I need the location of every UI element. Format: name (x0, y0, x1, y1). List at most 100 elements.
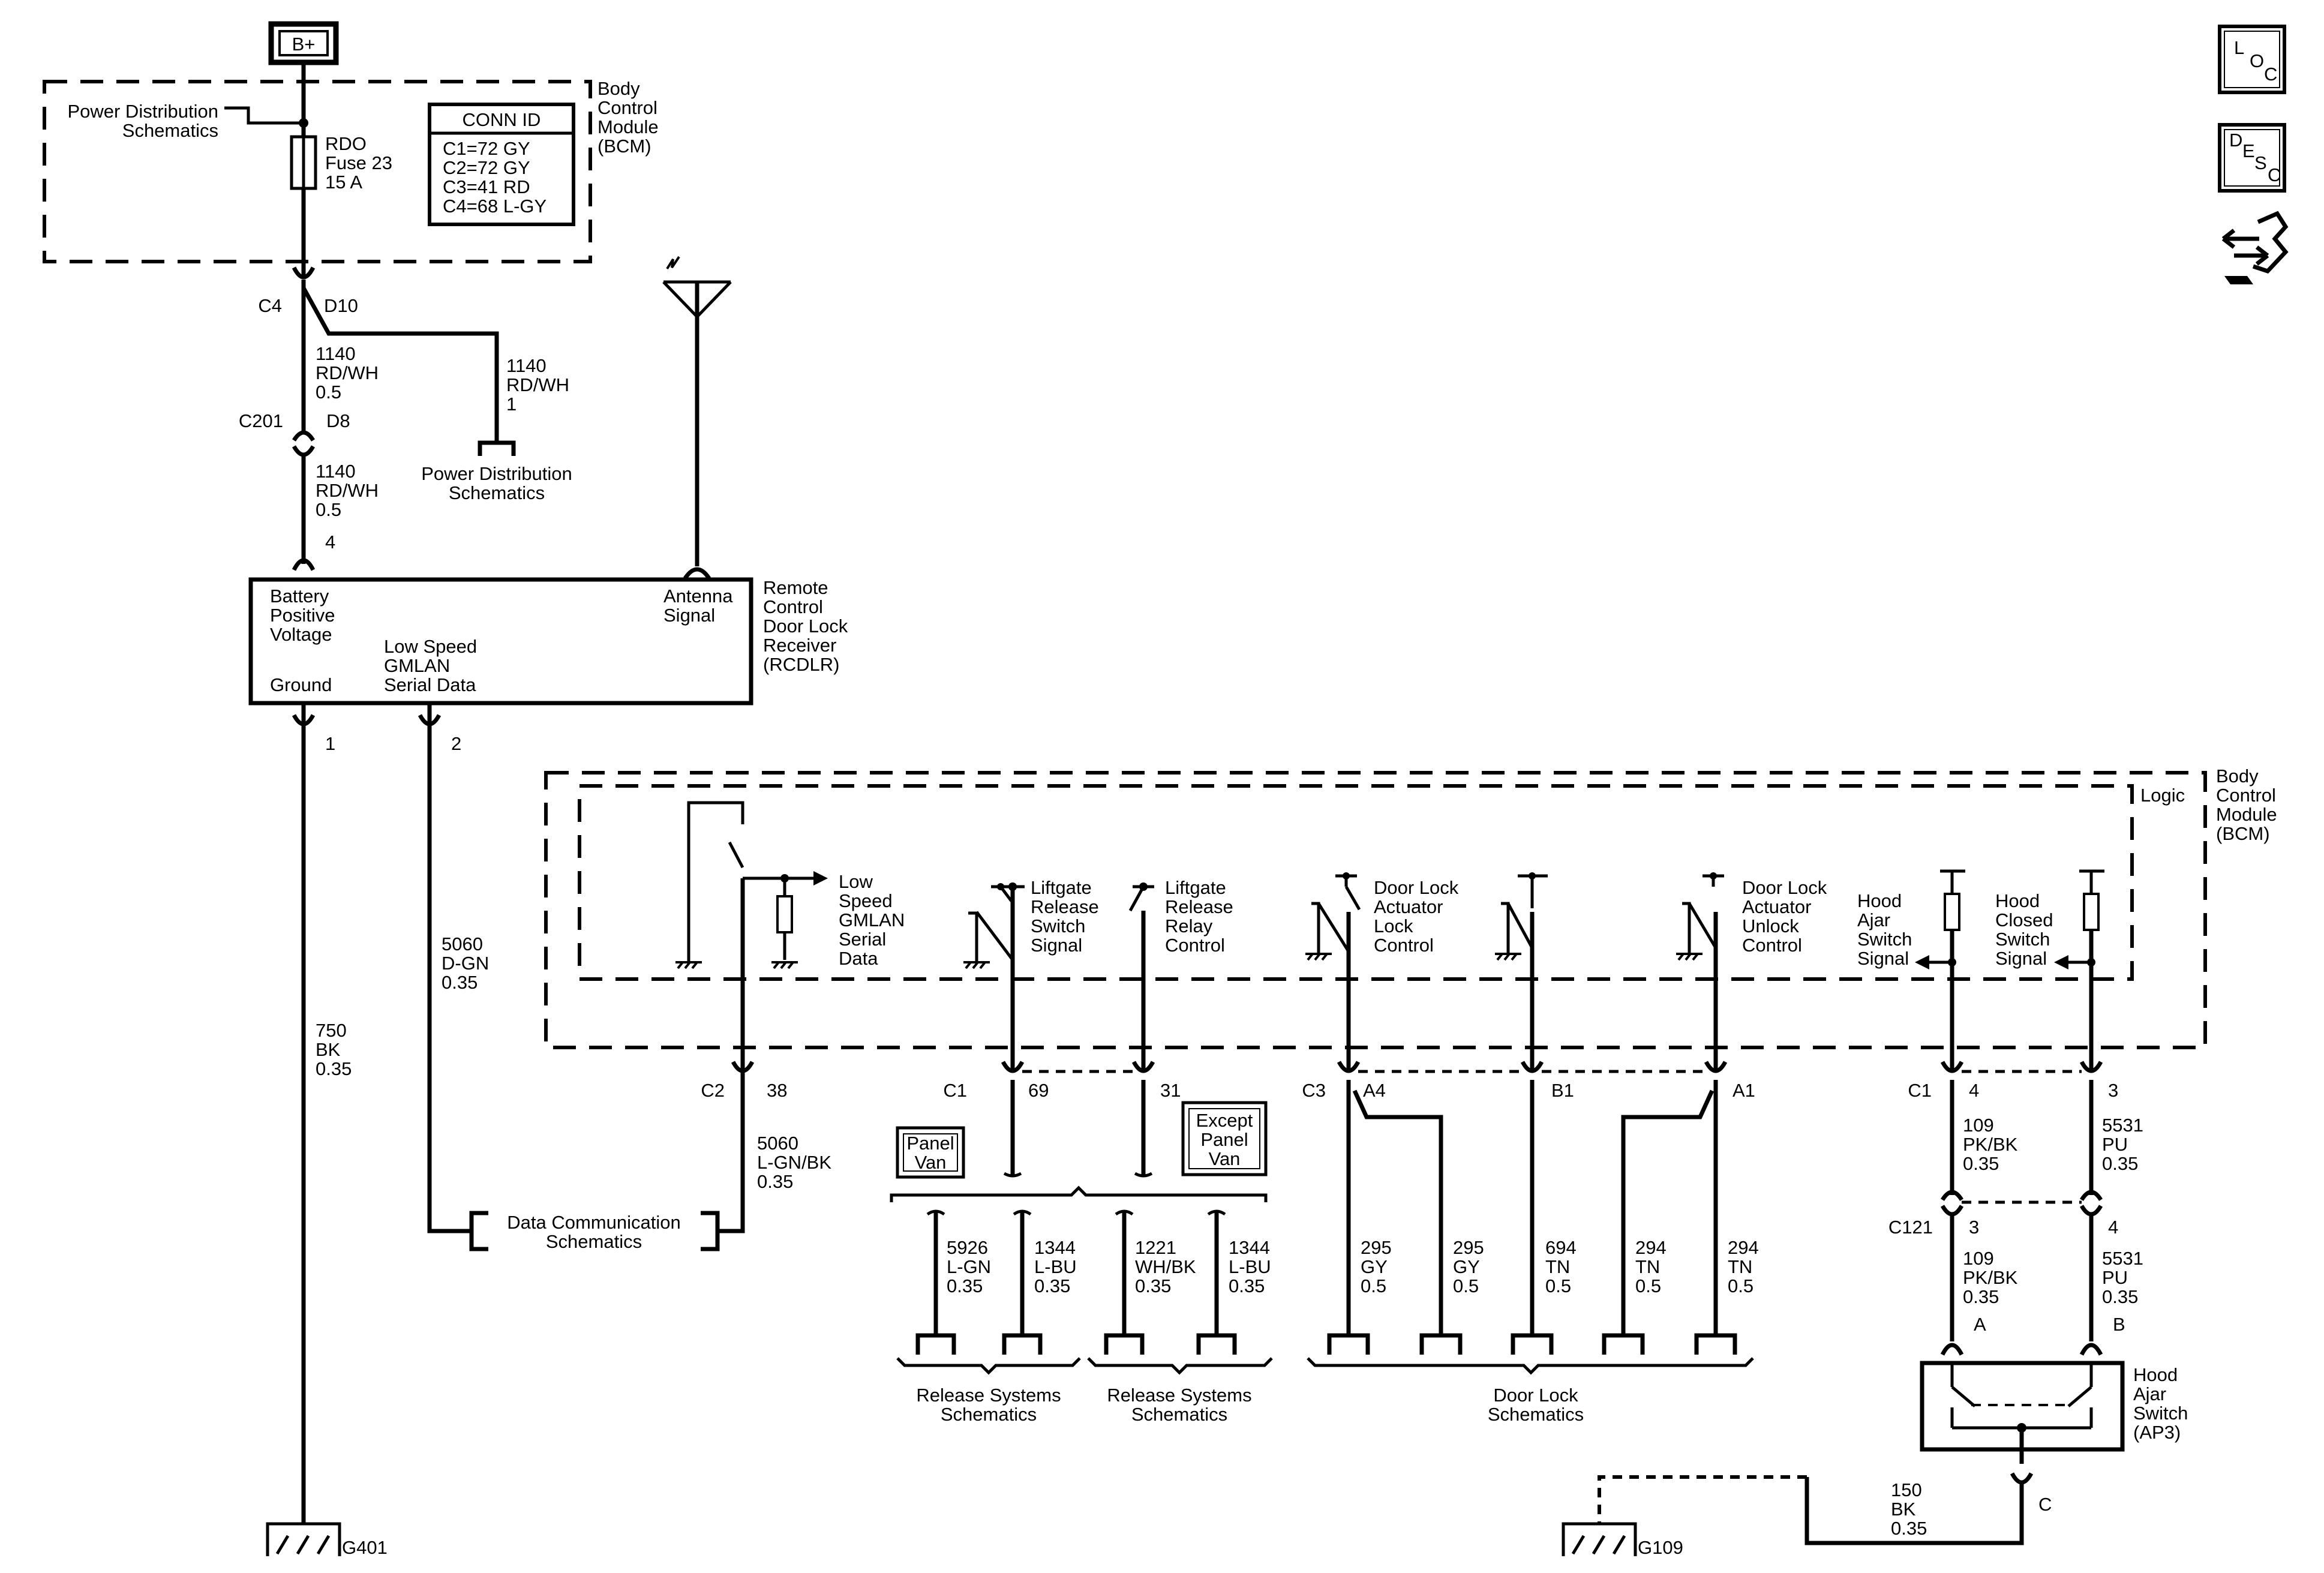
rcdlr-title: Remote Control Door Lock Receiver (RCDLR… (763, 577, 848, 675)
rcdlr-module (248, 577, 753, 706)
hood-ajar-circuit: Hood Ajar Switch Signal (1857, 869, 1965, 1073)
svg-text:RD/WH: RD/WH (506, 374, 569, 395)
svg-text:C2=72 GY: C2=72 GY (443, 157, 530, 178)
svg-text:0.35: 0.35 (1229, 1275, 1265, 1296)
svg-text:Positive: Positive (270, 605, 335, 626)
svg-text:0.5: 0.5 (1635, 1275, 1661, 1296)
release-schematics-ref-1: Release Systems Schematics (916, 1385, 1061, 1425)
svg-text:PU: PU (2102, 1267, 2128, 1288)
svg-text:1140: 1140 (506, 355, 547, 376)
svg-text:TN: TN (1545, 1256, 1570, 1277)
svg-text:5060: 5060 (757, 1133, 798, 1154)
svg-text:Release: Release (1165, 896, 1233, 917)
svg-text:1: 1 (325, 733, 335, 754)
svg-text:L: L (2234, 37, 2244, 58)
svg-text:2: 2 (451, 733, 461, 754)
svg-text:C4=68 L-GY: C4=68 L-GY (443, 196, 547, 217)
desc-icon[interactable]: D E S C (2218, 123, 2286, 193)
bcm-bottom-boundary (544, 771, 2207, 1049)
wire-1140-a-label: 1140 RD/WH 0.5 (316, 343, 379, 403)
svg-text:C1=72 GY: C1=72 GY (443, 138, 530, 159)
svg-text:Panel: Panel (906, 1133, 954, 1154)
svg-text:0.35: 0.35 (1963, 1153, 1999, 1174)
svg-text:5926: 5926 (947, 1237, 988, 1258)
rcdlr-battery-label: Battery Positive Voltage (270, 586, 335, 645)
bcm-connector-pins: C2 38 C1 69 31 C3 A4 B1 A1 C1 4 3 (701, 1061, 2118, 1101)
svg-text:5531: 5531 (2102, 1248, 2143, 1269)
svg-text:C: C (2264, 64, 2277, 85)
svg-text:Control: Control (1165, 935, 1225, 956)
ground-g109-icon: G109 (1562, 1522, 1683, 1558)
fuse-23: RDO Fuse 23 15 A (290, 133, 392, 193)
ground-g401-icon: G401 (266, 1522, 388, 1558)
svg-text:C3=41 RD: C3=41 RD (443, 176, 530, 197)
loc-icon[interactable]: L O C (2218, 25, 2286, 94)
svg-text:C201: C201 (239, 410, 283, 431)
svg-text:0.5: 0.5 (1453, 1275, 1479, 1296)
door-lock-circuit: Door Lock Actuator Lock Control (1305, 874, 1459, 1073)
svg-text:5060: 5060 (442, 933, 483, 954)
svg-text:294: 294 (1635, 1237, 1667, 1258)
svg-text:(RCDLR): (RCDLR) (763, 654, 839, 675)
svg-text:0.35: 0.35 (316, 1058, 352, 1079)
svg-text:RD/WH: RD/WH (316, 362, 379, 383)
svg-text:Schematics: Schematics (1131, 1404, 1227, 1425)
svg-text:Van: Van (1209, 1148, 1241, 1169)
svg-text:GY: GY (1361, 1256, 1388, 1277)
rcdlr-antenna-label: Antenna Signal (663, 586, 733, 626)
wire-1140-c-label: 1140 RD/WH 0.5 (316, 461, 379, 520)
svg-text:Lock: Lock (1374, 915, 1413, 936)
svg-text:L-GN: L-GN (947, 1256, 991, 1277)
svg-text:5531: 5531 (2102, 1115, 2143, 1136)
svg-text:3: 3 (1969, 1217, 1979, 1238)
door-lock-schematics-ref: Door Lock Schematics (1488, 1385, 1584, 1425)
svg-text:0.35: 0.35 (757, 1171, 793, 1192)
svg-text:1344: 1344 (1034, 1237, 1076, 1258)
svg-text:Module: Module (597, 116, 659, 137)
svg-text:Switch: Switch (1857, 929, 1912, 950)
svg-text:Hood: Hood (1995, 890, 2040, 911)
svg-text:Door Lock: Door Lock (1374, 877, 1459, 898)
bcm-logic-boundary (578, 784, 2134, 981)
svg-text:Hood: Hood (1857, 890, 1902, 911)
svg-text:G401: G401 (342, 1537, 388, 1558)
door-unlock-circuit: Door Lock Actuator Unlock Control (1676, 872, 1827, 1073)
svg-text:C1: C1 (943, 1080, 967, 1101)
svg-text:Module: Module (2216, 804, 2277, 825)
wire-1140-b-label: 1140 RD/WH 1 (506, 355, 569, 415)
svg-text:(BCM): (BCM) (597, 136, 651, 157)
svg-text:S: S (2254, 152, 2267, 173)
svg-text:Actuator: Actuator (1374, 896, 1443, 917)
connector-tool-icon[interactable] (2221, 211, 2289, 284)
svg-text:Fuse 23: Fuse 23 (325, 152, 392, 173)
wire-750-label: 750 BK 0.35 (316, 1020, 352, 1079)
svg-text:Data Communication: Data Communication (507, 1212, 680, 1233)
svg-text:0.5: 0.5 (1361, 1275, 1386, 1296)
svg-text:0.35: 0.35 (2102, 1286, 2138, 1307)
svg-text:150: 150 (1891, 1479, 1922, 1500)
svg-text:L-BU: L-BU (1034, 1256, 1077, 1277)
svg-text:BK: BK (1891, 1499, 1916, 1520)
svg-text:294: 294 (1728, 1237, 1759, 1258)
svg-text:Relay: Relay (1165, 915, 1213, 936)
svg-text:0.5: 0.5 (316, 499, 341, 520)
svg-text:3: 3 (2108, 1080, 2118, 1101)
svg-text:Schematics: Schematics (1488, 1404, 1584, 1425)
svg-text:TN: TN (1635, 1256, 1660, 1277)
svg-text:Liftgate: Liftgate (1165, 877, 1226, 898)
svg-text:A: A (1974, 1314, 1986, 1335)
svg-text:Panel: Panel (1200, 1129, 1248, 1150)
svg-text:Battery: Battery (270, 586, 329, 607)
svg-text:Except: Except (1196, 1110, 1253, 1131)
svg-text:Schematics: Schematics (122, 120, 218, 141)
connector-c201: C201 D8 (239, 410, 350, 457)
data-communication-ref: Data Communication Schematics (469, 1211, 720, 1252)
svg-text:PU: PU (2102, 1134, 2128, 1155)
svg-text:Ajar: Ajar (1857, 909, 1890, 930)
wire-150-label: 150 BK 0.35 (1891, 1479, 1927, 1539)
conn-id-table: CONN ID C1=72 GY C2=72 GY C3=41 RD C4=68… (428, 103, 575, 226)
svg-text:D: D (2229, 130, 2242, 151)
svg-text:Power Distribution: Power Distribution (67, 101, 218, 122)
svg-text:Closed: Closed (1995, 909, 2053, 930)
